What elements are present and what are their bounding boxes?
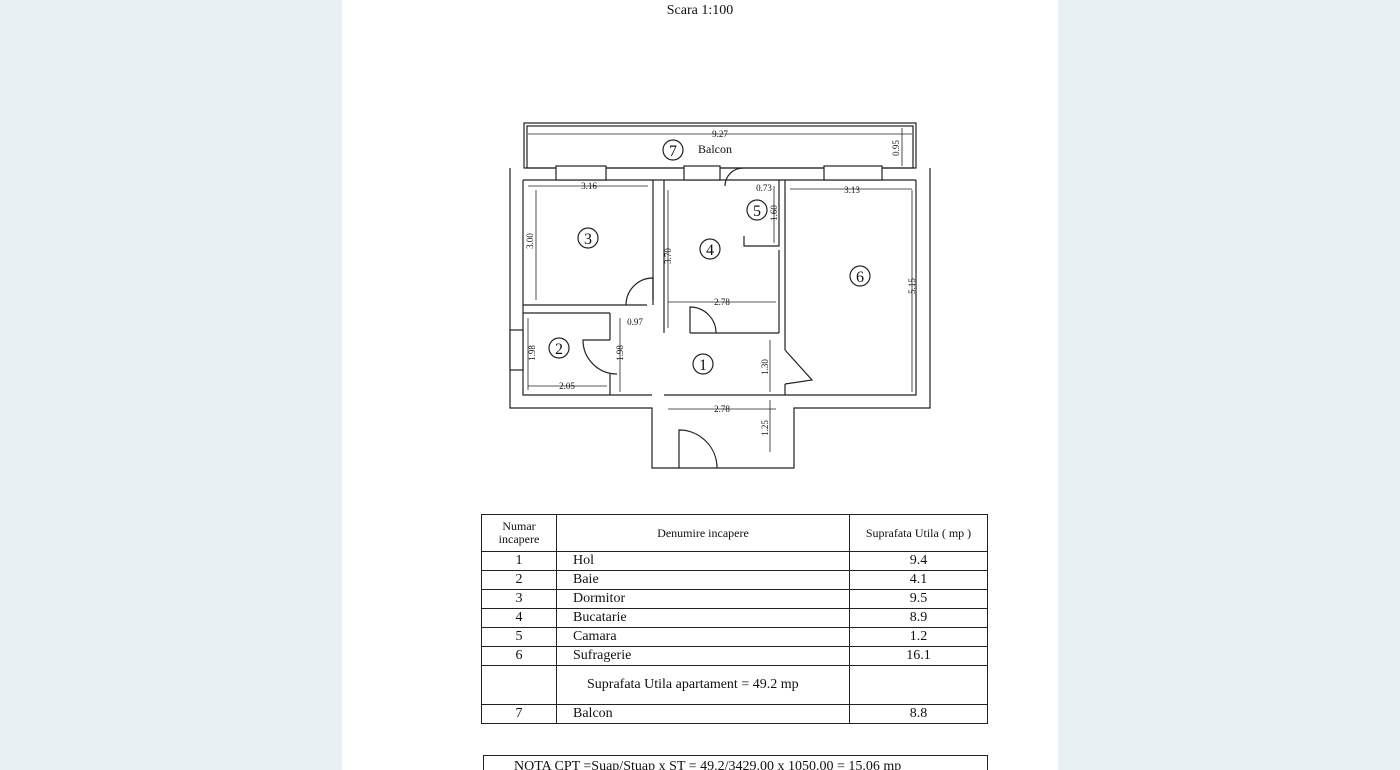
row-number: 7 — [481, 704, 557, 724]
row-number: 3 — [481, 589, 557, 609]
dim-hall-height: 1.98 — [615, 345, 625, 361]
dim-r4-height: 3.70 — [663, 248, 673, 264]
rooms-table: Numar incapere Denumire incapere Suprafa… — [481, 514, 988, 724]
room-number-6: 6 — [856, 269, 864, 286]
header-number: Numar incapere — [481, 514, 557, 552]
dim-entry-width: 2.78 — [714, 404, 730, 414]
row-number: 4 — [481, 608, 557, 628]
row-name: Baie — [556, 570, 850, 590]
row-number: 2 — [481, 570, 557, 590]
row-area: 9.5 — [849, 589, 988, 609]
outer-wall — [509, 168, 931, 469]
dim-entry-depth: 1.25 — [760, 420, 770, 436]
balcony-label: Balcon — [698, 142, 732, 156]
total-empty-area — [849, 665, 988, 705]
dim-hall-130: 1.30 — [760, 359, 770, 375]
scale-label: Scara 1:100 — [666, 3, 734, 18]
dim-r2-height: 1.98 — [527, 345, 537, 361]
row-area: 8.9 — [849, 608, 988, 628]
room-number-3: 3 — [584, 231, 592, 248]
row-number: 1 — [481, 551, 557, 571]
row-area: 1.2 — [849, 627, 988, 647]
dim-balcony-length: 9.27 — [712, 129, 728, 139]
dim-r4-width: 2.78 — [714, 297, 730, 307]
total-area-text: Suprafata Utila apartament = 49.2 mp — [556, 665, 850, 705]
floor-plan: 1 2 3 4 5 6 7 Balcon 9.27 0.95 3.16 3.00… — [509, 122, 931, 469]
header-area: Suprafata Utila ( mp ) — [849, 514, 988, 552]
dim-r5-width: 0.73 — [756, 183, 772, 193]
total-row: Suprafata Utila apartament = 49.2 mp — [481, 665, 988, 705]
room-number-4: 4 — [706, 242, 714, 259]
row-area: 9.4 — [849, 551, 988, 571]
table-row: 2 Baie 4.1 — [481, 570, 988, 590]
row-name: Sufragerie — [556, 646, 850, 666]
table-header: Numar incapere Denumire incapere Suprafa… — [481, 514, 988, 552]
row-area: 8.8 — [849, 704, 988, 724]
total-empty — [481, 665, 557, 705]
row-area: 4.1 — [849, 570, 988, 590]
table-row: 4 Bucatarie 8.9 — [481, 608, 988, 628]
row-number: 5 — [481, 627, 557, 647]
dim-r3-height: 3.00 — [525, 233, 535, 249]
row-number: 6 — [481, 646, 557, 666]
row-name: Bucatarie — [556, 608, 850, 628]
table-row: 3 Dormitor 9.5 — [481, 589, 988, 609]
dim-door: 0.97 — [627, 317, 643, 327]
room-number-7: 7 — [669, 143, 677, 160]
row-name: Camara — [556, 627, 850, 647]
header-name: Denumire incapere — [556, 514, 850, 552]
table-row: 1 Hol 9.4 — [481, 551, 988, 571]
row-name: Hol — [556, 551, 850, 571]
dim-r5-height: 1.60 — [769, 205, 779, 221]
room-number-1: 1 — [699, 357, 707, 374]
dim-balcony-depth: 0.95 — [891, 140, 901, 156]
table-row-balcony: 7 Balcon 8.8 — [481, 704, 988, 724]
table-row: 6 Sufragerie 16.1 — [481, 646, 988, 666]
note-box: NOTA CPT =Suap/Stuap x ST = 49.2/3429.00… — [483, 755, 988, 770]
room-number-5: 5 — [753, 203, 761, 220]
dim-r3-width: 3.16 — [581, 181, 597, 191]
dim-r2-width: 2.05 — [559, 381, 575, 391]
row-name: Dormitor — [556, 589, 850, 609]
dim-r6-width: 3.13 — [844, 185, 860, 195]
room-number-2: 2 — [555, 341, 563, 358]
document-page: Scara 1:100 — [342, 0, 1058, 770]
row-area: 16.1 — [849, 646, 988, 666]
dim-r6-height: 5.15 — [907, 278, 917, 294]
row-name: Balcon — [556, 704, 850, 724]
table-row: 5 Camara 1.2 — [481, 627, 988, 647]
